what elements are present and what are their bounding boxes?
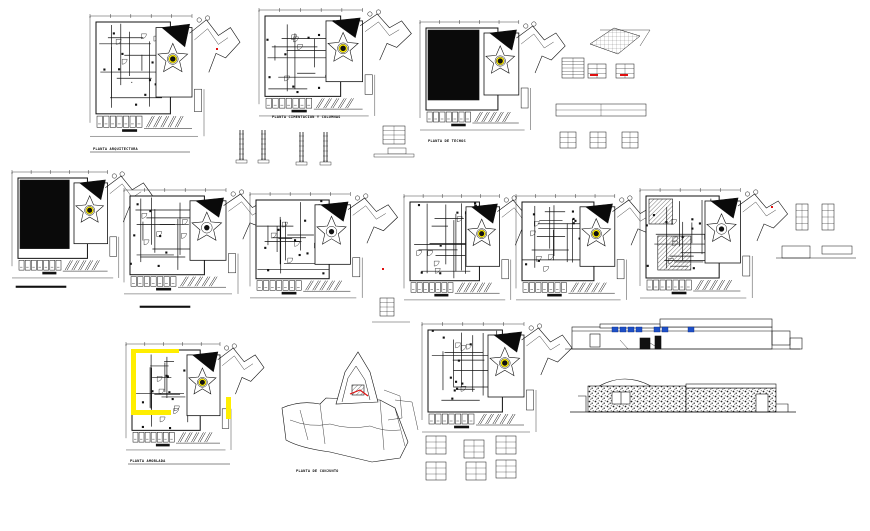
construction-detail	[425, 461, 447, 481]
construction-detail	[463, 439, 485, 459]
connection-detail	[621, 131, 639, 149]
drawing-captions: PLANTA ARQUITECTURA PLANTA CIMENTACION Y…	[90, 115, 466, 473]
footing-detail	[382, 125, 406, 145]
construction-detail	[495, 435, 517, 455]
rear-elevation	[570, 378, 796, 413]
construction-detail	[465, 461, 487, 481]
connection-detail	[559, 131, 577, 149]
plan-row3-b	[421, 322, 573, 433]
front-elevation	[565, 318, 803, 350]
plan-planta-mobiliario	[125, 342, 265, 451]
plan-row2-e	[515, 194, 662, 301]
plan-row2-b	[123, 188, 275, 295]
construction-detail	[495, 459, 517, 479]
door-elevation-a	[795, 203, 809, 231]
truss-detail	[555, 103, 647, 117]
plan-cimentacion	[258, 8, 412, 117]
section-perspective	[281, 351, 419, 463]
column-detail	[295, 132, 308, 166]
caption-planta-arquitectura: PLANTA ARQUITECTURA	[93, 147, 139, 151]
plan-row2-c	[249, 192, 399, 299]
connection-detail	[589, 131, 607, 149]
plan-planta-arquitectura	[89, 14, 241, 137]
plan-row2-a	[11, 170, 153, 279]
caption-planta-cimentacion: PLANTA CIMENTACION Y COLUMNAS	[272, 115, 341, 119]
roof-legend	[561, 57, 585, 79]
column-detail	[235, 130, 248, 164]
plan-techos	[419, 20, 566, 131]
plan-row2-d	[403, 194, 545, 301]
furnished-plan-highlight	[131, 349, 231, 419]
plan-row2-f	[639, 188, 788, 299]
caption-planta-conjunto: PLANTA DE CONJUNTO	[296, 469, 339, 473]
column-detail	[257, 130, 270, 164]
door-elevation-b	[821, 203, 835, 231]
caption-planta-techos: PLANTA DE TECHOS	[428, 139, 466, 143]
caption-planta-mobiliario: PLANTA AMOBLADA	[130, 459, 166, 463]
column-detail	[319, 132, 332, 166]
red-markers	[216, 48, 773, 270]
construction-detail	[425, 435, 447, 455]
stair-detail	[379, 297, 395, 317]
